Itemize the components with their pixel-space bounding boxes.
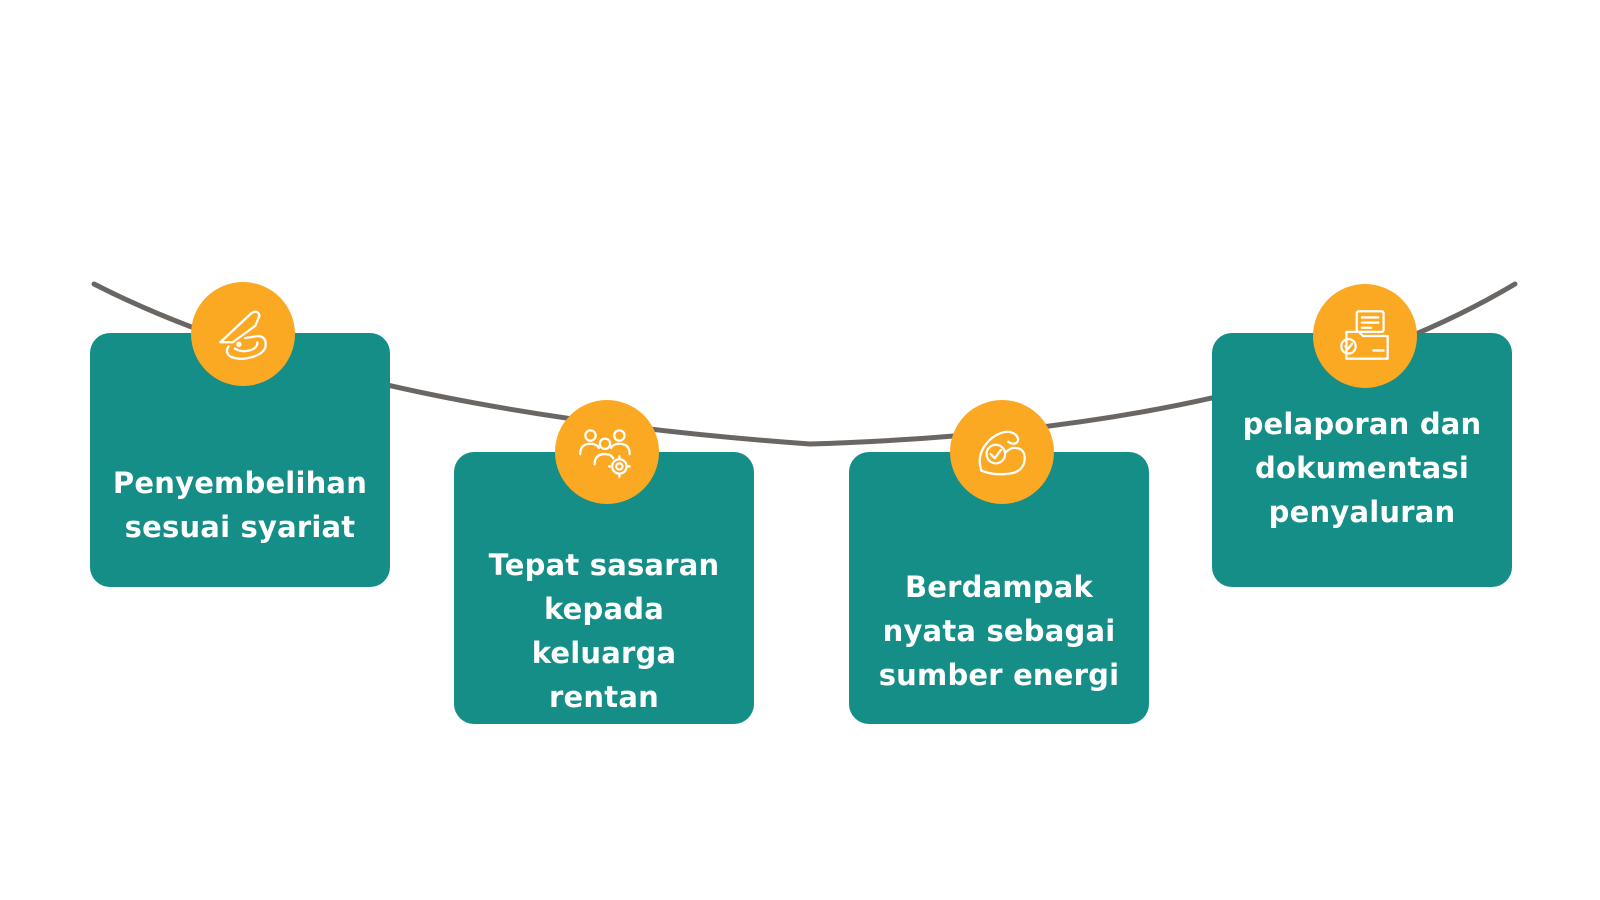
documents-folder-icon <box>1340 310 1389 360</box>
knife-meat-icon <box>219 310 267 360</box>
strong-arm-icon <box>978 430 1026 476</box>
badge-targeted <box>555 400 659 504</box>
badge-slaughter <box>191 282 295 386</box>
badge-impact <box>950 400 1054 504</box>
card-label-reporting: pelaporan dan dokumentasi penyaluran <box>1242 407 1482 529</box>
card-reporting: pelaporan dan dokumentasi penyaluran <box>1212 333 1512 587</box>
people-target-icon <box>579 429 631 478</box>
card-label-targeted: Tepat sasaran kepada keluarga rentan <box>488 547 720 714</box>
card-label-impact: Berdampak nyata sebagai sumber energi <box>878 569 1120 692</box>
badge-reporting <box>1313 284 1417 388</box>
card-label-slaughter: Penyembelihan sesuai syariat <box>112 466 368 544</box>
